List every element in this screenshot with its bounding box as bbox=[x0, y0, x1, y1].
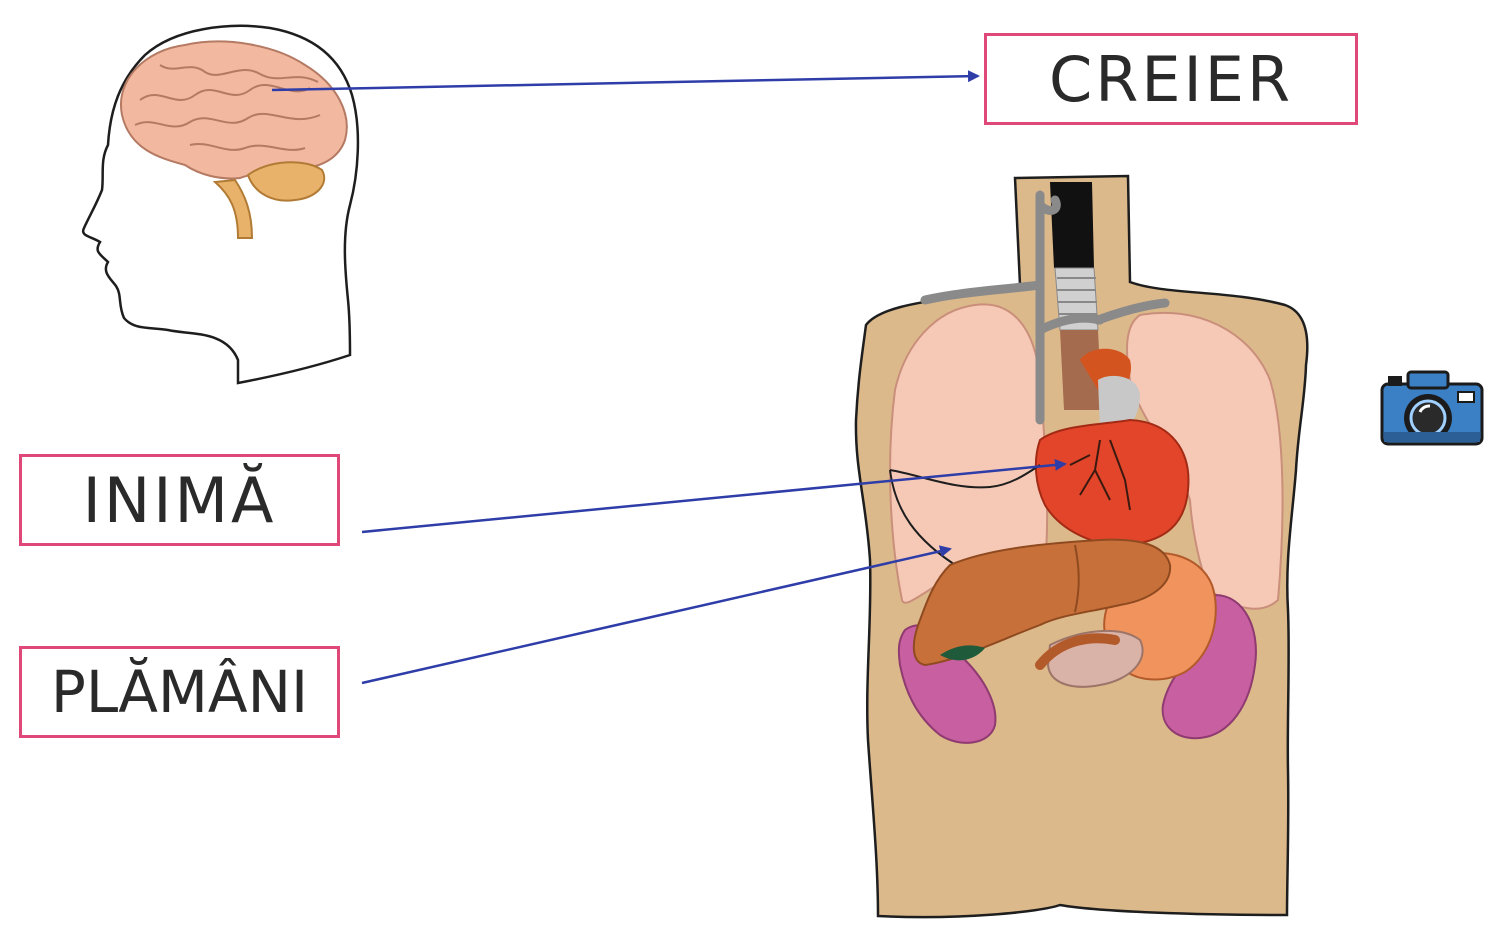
label-creier: CREIER bbox=[984, 33, 1358, 125]
camera-icon[interactable] bbox=[1378, 362, 1485, 454]
arrow-plamani-to-lungs bbox=[362, 549, 950, 683]
label-inima: INIMĂ bbox=[19, 454, 340, 546]
arrow-brain-to-creier bbox=[272, 76, 978, 90]
label-plamani-text: PLĂMÂNI bbox=[51, 658, 308, 726]
label-plamani: PLĂMÂNI bbox=[19, 646, 340, 738]
label-creier-text: CREIER bbox=[1049, 43, 1293, 116]
label-inima-text: INIMĂ bbox=[83, 464, 277, 537]
